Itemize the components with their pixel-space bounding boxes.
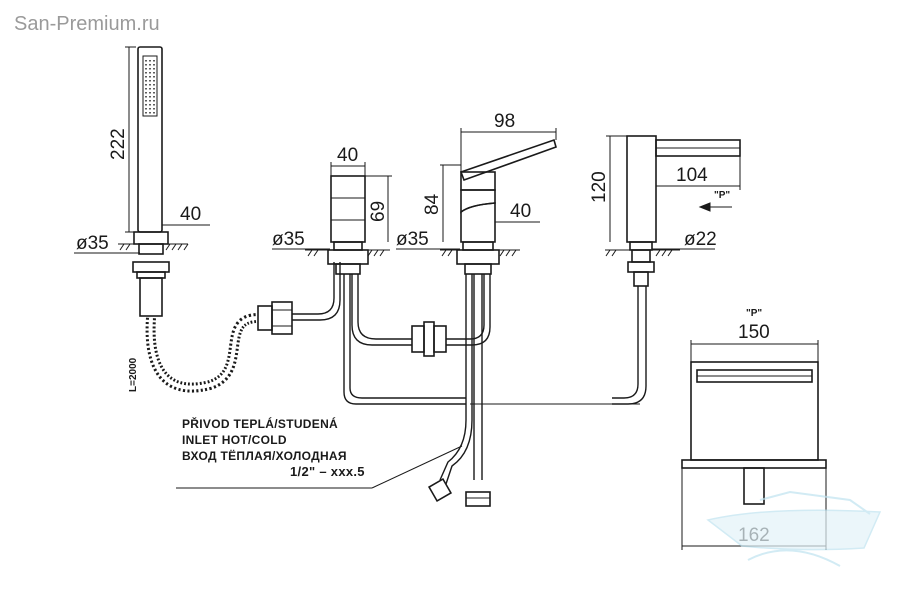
front-view-marker: "P" [746, 308, 762, 319]
hose-length-label: L=2000 [128, 357, 139, 392]
bath-logo-icon [706, 490, 882, 567]
dim-d35-mixer-label: ø35 [396, 229, 429, 250]
dim-40-mixer-label: 40 [510, 201, 531, 222]
hand-shower: 222 40 ø35 [74, 46, 210, 317]
dim-98-label: 98 [494, 111, 515, 132]
deck-hatch-4 [605, 249, 673, 257]
dim-104-label: 104 [676, 165, 708, 186]
mixer-unit: 98 84 40 ø35 [396, 111, 640, 507]
dim-40-spout-label: 40 [337, 145, 358, 166]
shower-hose: L=2000 [128, 262, 341, 393]
side-view-marker: "P" [714, 190, 730, 201]
inlet-note-line3: ВХОД ТЁПЛАЯ/ХОЛОДНАЯ [182, 448, 347, 463]
inlet-note-line1: PŘIVOD TEPLÁ/STUDENÁ [182, 416, 338, 431]
dim-69-label: 69 [368, 201, 389, 222]
deck-hatch-1 [118, 243, 189, 251]
dim-d22-label: ø22 [684, 229, 717, 250]
dim-d35-spout-label: ø35 [272, 229, 305, 250]
dim-d35-handshower-label: ø35 [76, 233, 109, 254]
side-view-unit: 120 104 "P" ø22 [589, 135, 741, 405]
shower-head-dots [145, 60, 155, 114]
dim-222-label: 222 [108, 128, 129, 160]
dim-150-label: 150 [738, 322, 770, 343]
view-arrow-icon [698, 202, 732, 212]
inlet-thread-label: 1/2" – xxx.5 [290, 464, 365, 479]
inlet-note: PŘIVOD TEPLÁ/STUDENÁ INLET HOT/COLD ВХОД… [176, 416, 463, 489]
dim-84-label: 84 [422, 193, 443, 215]
inlet-note-line2: INLET HOT/COLD [182, 433, 287, 447]
connector-fitting [411, 274, 491, 357]
spout-unit: 40 69 ø35 [272, 145, 466, 405]
deck-hatch-2 [307, 249, 385, 257]
dim-120-label: 120 [589, 171, 610, 203]
deck-hatch-3 [441, 249, 517, 257]
watermark-text: San-Premium.ru [14, 13, 160, 35]
dim-40-handshower-label: 40 [180, 204, 201, 225]
